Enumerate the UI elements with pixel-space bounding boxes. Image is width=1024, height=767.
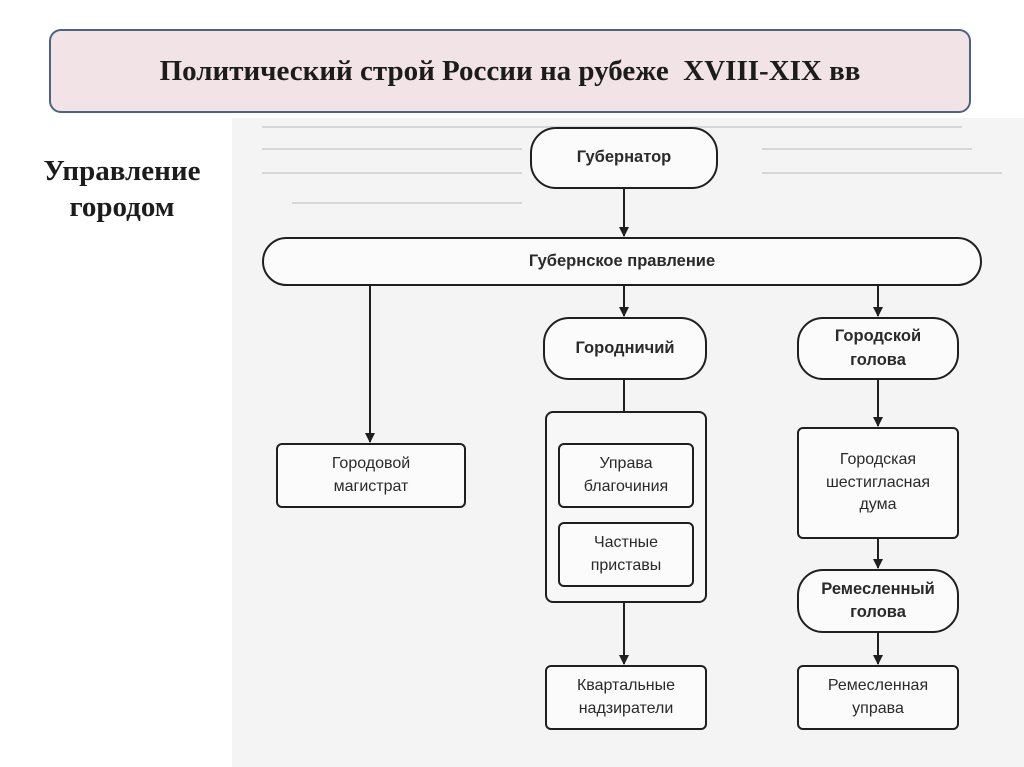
node-provincial-board: Губернское правление xyxy=(262,237,982,286)
node-six-member-duma-line-2: шестигласная xyxy=(825,473,931,491)
node-governor: Губернатор xyxy=(530,127,718,189)
node-private-bailiffs: Частные приставы xyxy=(558,522,694,587)
node-gorodnichiy: Городничий xyxy=(543,317,707,380)
node-quarter-overseers-line-2: надзиратели xyxy=(578,699,674,717)
node-deanery-board-line-2: благочиния xyxy=(583,477,669,495)
node-city-head-line-2: голова xyxy=(850,350,906,369)
node-provincial-board-label: Губернское правление xyxy=(528,251,716,270)
section-label-line-2: городом xyxy=(69,191,175,224)
section-label: Управление городом xyxy=(22,153,222,226)
node-quarter-overseers: Квартальные надзиратели xyxy=(545,665,707,730)
background-scan-line xyxy=(262,172,522,174)
node-governor-label: Губернатор xyxy=(576,148,672,167)
node-six-member-duma-line-3: дума xyxy=(859,496,897,514)
node-city-head: Городской голова xyxy=(797,317,959,380)
node-craft-board-line-1: Ремесленная xyxy=(827,677,929,695)
node-six-member-duma-line-1: Городская xyxy=(839,451,917,469)
node-craft-head: Ремесленный голова xyxy=(797,569,959,633)
node-deanery-board-line-1: Управа xyxy=(599,455,653,473)
node-craft-board: Ремесленная управа xyxy=(797,665,959,730)
node-city-head-line-1: Городской xyxy=(834,327,922,346)
node-city-magistrate-line-2: магистрат xyxy=(333,477,409,495)
node-private-bailiffs-line-1: Частные xyxy=(593,534,659,552)
node-six-member-duma: Городская шестигласная дума xyxy=(797,427,959,539)
node-gorodnichiy-label: Городничий xyxy=(575,338,675,357)
node-city-magistrate-line-1: Городовой xyxy=(331,455,411,473)
background-scan-line xyxy=(762,172,1002,174)
node-craft-board-line-2: управа xyxy=(852,699,904,717)
background-scan-line xyxy=(762,148,972,150)
section-label-line-1: Управление xyxy=(43,155,201,187)
node-private-bailiffs-line-2: приставы xyxy=(590,556,662,574)
node-city-magistrate: Городовой магистрат xyxy=(276,443,466,508)
background-scan-line xyxy=(262,148,522,150)
node-craft-head-line-2: голова xyxy=(850,603,906,621)
page-title: Политический строй России на рубеже XVII… xyxy=(159,54,861,87)
node-craft-head-line-1: Ремесленный xyxy=(821,579,935,598)
node-deanery-board: Управа благочиния xyxy=(558,443,694,508)
background-scan-line xyxy=(292,202,522,204)
node-quarter-overseers-line-1: Квартальные xyxy=(576,677,676,695)
title-banner: Политический строй России на рубеже XVII… xyxy=(49,29,971,113)
